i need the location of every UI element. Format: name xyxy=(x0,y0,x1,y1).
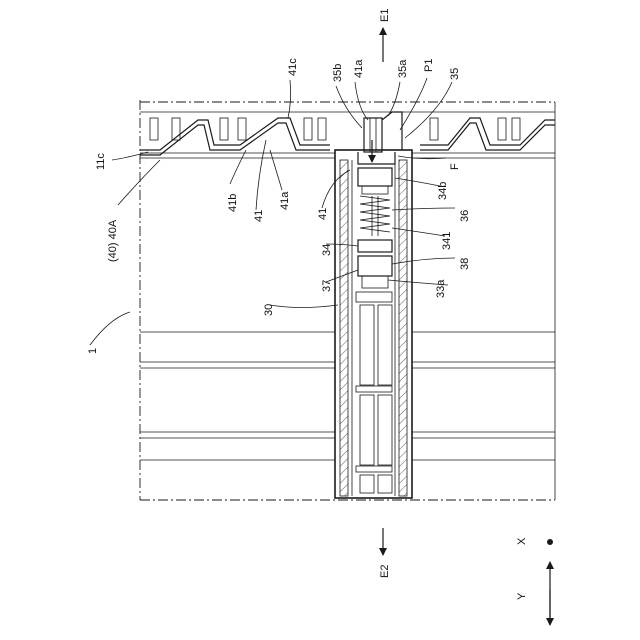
label-1: 1 xyxy=(87,348,99,354)
reference-labels: E1 E2 X Y 41c 41a 35b 35a P1 35 11c (40)… xyxy=(87,9,528,600)
axis-indicator xyxy=(547,539,553,625)
label-y-axis: Y xyxy=(516,592,528,600)
label-36: 36 xyxy=(459,210,471,222)
label-41-left: 41 xyxy=(253,210,265,222)
label-341: 341 xyxy=(441,232,453,250)
label-37: 37 xyxy=(321,280,333,292)
label-x-axis: X xyxy=(516,537,528,545)
label-11c: 11c xyxy=(95,153,107,170)
label-35: 35 xyxy=(449,68,461,80)
label-33a: 33a xyxy=(435,279,447,298)
label-f: F xyxy=(449,163,461,170)
label-41b: 41b xyxy=(227,194,239,212)
label-40a: (40) 40A xyxy=(107,219,119,262)
label-e1: E1 xyxy=(379,9,391,22)
label-p1: P1 xyxy=(423,59,435,72)
label-34: 34 xyxy=(321,244,333,256)
label-41a-top: 41a xyxy=(353,59,365,78)
label-35a: 35a xyxy=(397,59,409,78)
label-41-mid: 41 xyxy=(317,208,329,220)
label-38: 38 xyxy=(459,258,471,270)
label-35b: 35b xyxy=(332,64,344,82)
label-e2: E2 xyxy=(379,565,391,578)
axis-dot-icon xyxy=(547,539,553,545)
label-34b: 34b xyxy=(437,182,449,200)
label-41c: 41c xyxy=(287,58,299,76)
label-41a-left: 41a xyxy=(279,191,291,210)
label-30: 30 xyxy=(263,304,275,316)
